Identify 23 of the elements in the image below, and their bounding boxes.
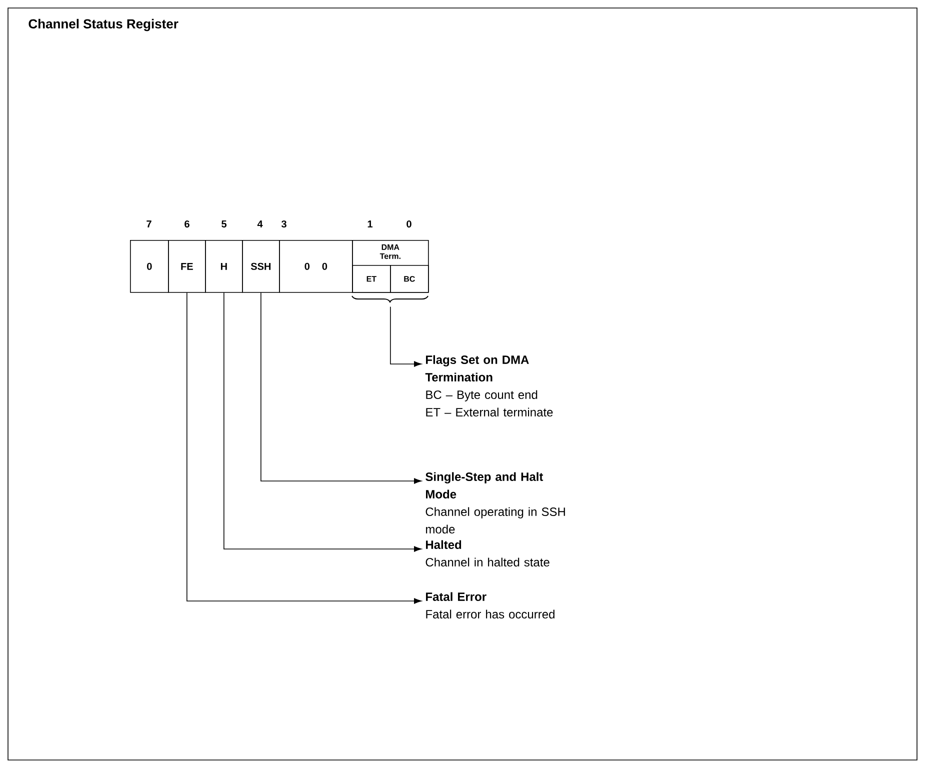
register-cell: SSH bbox=[242, 240, 280, 293]
description-text: Single-Step and Halt Mode Channel operating in SSH mode bbox=[426, 472, 565, 534]
arrow bbox=[224, 292, 422, 552]
register-cell: BC bbox=[390, 265, 429, 293]
register-cell: H bbox=[205, 240, 243, 293]
bit-number: 7 bbox=[146, 220, 152, 228]
arrow bbox=[390, 306, 422, 367]
description-text: Halted Channel in halted state bbox=[426, 540, 550, 566]
bit-number: 4 bbox=[257, 220, 263, 228]
arrow bbox=[260, 292, 422, 484]
arrow bbox=[186, 292, 422, 604]
bit-number: 1 bbox=[368, 220, 372, 228]
register-cell: 0 0 bbox=[279, 240, 353, 293]
bit-number: 0 bbox=[406, 220, 412, 228]
register-cell: ET bbox=[352, 265, 391, 293]
register-cell: FE bbox=[168, 240, 206, 293]
description-text: Fatal Error Fatal error has occurred bbox=[426, 592, 554, 618]
description-text: Flags Set on DMA Termination BC – Byte count end ET – External terminate bbox=[425, 355, 553, 416]
title: Channel Status Register bbox=[28, 18, 178, 32]
bit-number: 3 bbox=[281, 220, 286, 228]
register-cell: 0 bbox=[130, 240, 169, 293]
bit-number: 5 bbox=[222, 220, 226, 228]
bit-number: 6 bbox=[184, 220, 190, 228]
